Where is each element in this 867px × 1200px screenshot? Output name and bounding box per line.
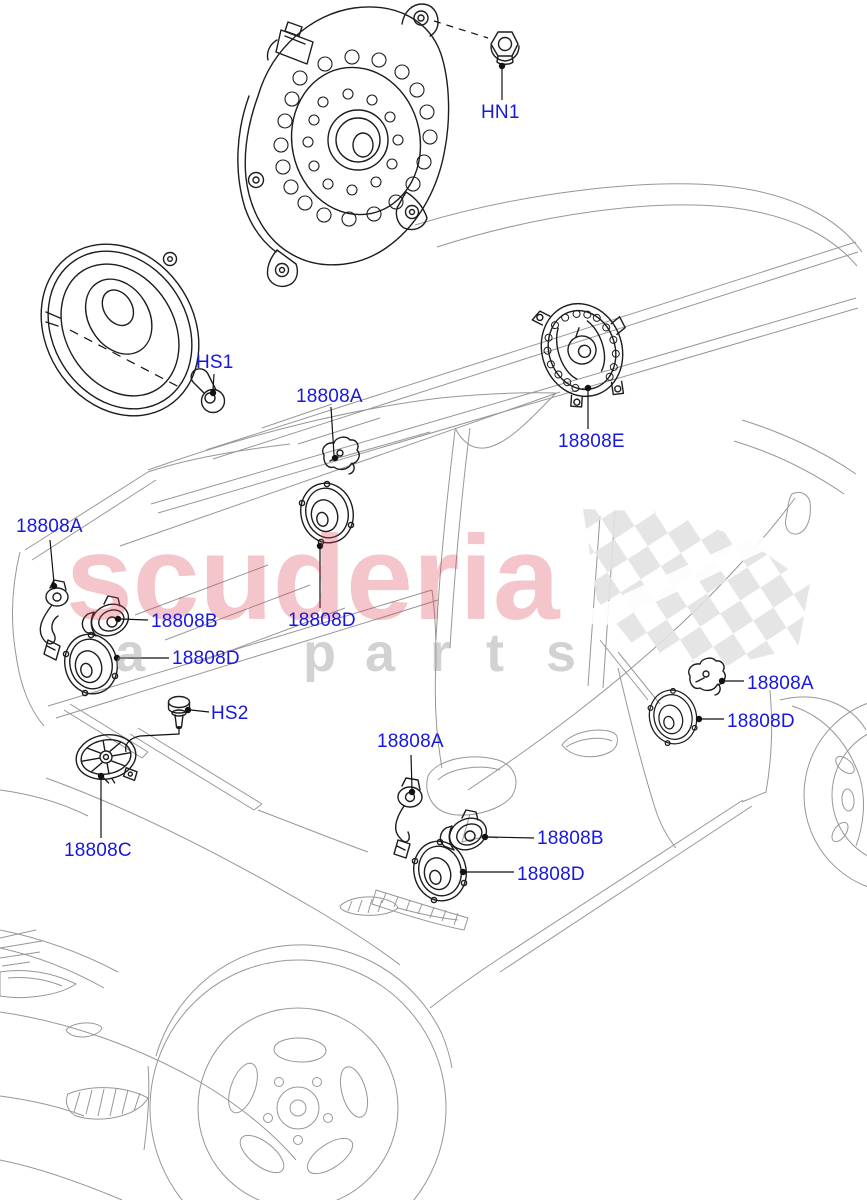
callout-18808a-front-door[interactable]: 18808A [377, 731, 444, 752]
callout-18808b-dash-left[interactable]: 18808B [151, 611, 218, 632]
callout-18808a-rear-door[interactable]: 18808A [747, 673, 814, 694]
part-drawings [39, 3, 726, 908]
subwoofer-enclosure-drawing [237, 3, 450, 288]
callout-18808d-dash-left[interactable]: 18808D [172, 648, 240, 669]
callout-hn1[interactable]: HN1 [481, 102, 520, 123]
callout-18808a-cowl-left[interactable]: 18808A [16, 516, 83, 537]
rear-wheel [779, 696, 867, 888]
side-mirror [426, 756, 517, 843]
callout-18808b-front-door[interactable]: 18808B [537, 828, 604, 849]
callout-hs1[interactable]: HS1 [196, 352, 234, 373]
callout-18808d-windshield[interactable]: 18808D [288, 610, 356, 631]
callout-18808e-roof[interactable]: 18808E [558, 431, 625, 452]
callout-18808d-rear-door[interactable]: 18808D [727, 711, 795, 732]
callout-18808a-windshield[interactable]: 18808A [296, 386, 363, 407]
front-wheel [143, 944, 453, 1200]
tweeter-wire-left-drawing [39, 579, 69, 661]
hn1-nut-drawing [490, 31, 520, 65]
callout-18808d-front-door[interactable]: 18808D [517, 864, 585, 885]
callout-hs2[interactable]: HS2 [211, 703, 249, 724]
checkered-flag-watermark [583, 509, 810, 705]
callout-18808c-dash[interactable]: 18808C [64, 840, 132, 861]
dash-speaker-drawing [75, 734, 138, 784]
hs1-screw-drawing [190, 368, 226, 414]
car-body-linework [0, 183, 867, 1200]
leader-lines [49, 20, 744, 876]
woofer-cone-drawing [40, 243, 200, 417]
speaker-d-dash-left [57, 627, 125, 701]
tweeter-wire-door-drawing [393, 777, 423, 859]
speaker-d-windshield [293, 476, 361, 550]
roof-speaker-drawing [531, 302, 626, 408]
